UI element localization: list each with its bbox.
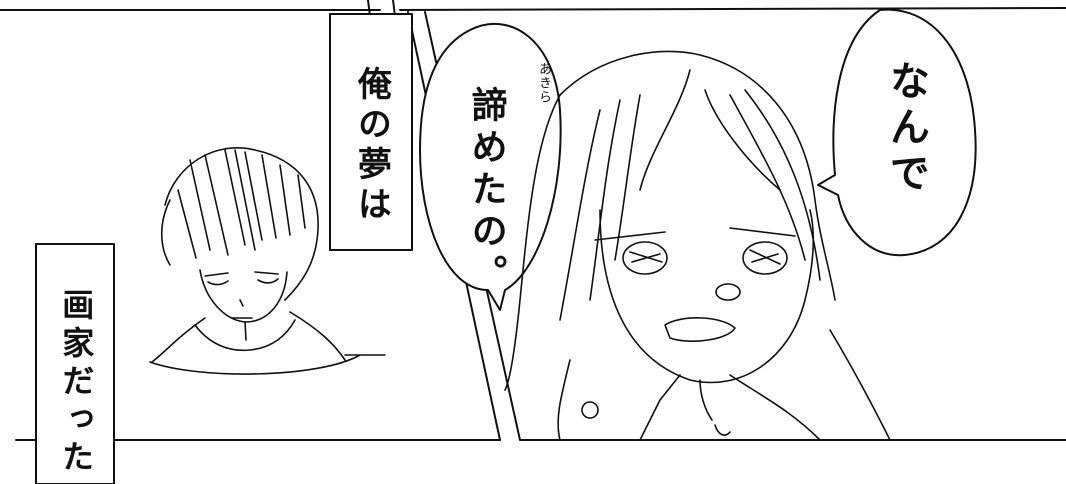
speech-bubble-left <box>419 23 562 311</box>
speech-bubble-right <box>817 8 977 257</box>
narration-box-1 <box>329 13 413 251</box>
boy-illustration <box>149 147 386 375</box>
narration-text-2: 画家だった <box>57 288 96 478</box>
speech-text-right: なんで <box>883 60 929 198</box>
speech-ruby-akira: あきら <box>536 62 551 104</box>
narration-box-2 <box>35 243 115 484</box>
girl-illustration <box>504 50 891 441</box>
narration-text-1: 俺の夢は <box>351 66 392 226</box>
speech-text-left: 諦めたの。 <box>465 86 507 296</box>
